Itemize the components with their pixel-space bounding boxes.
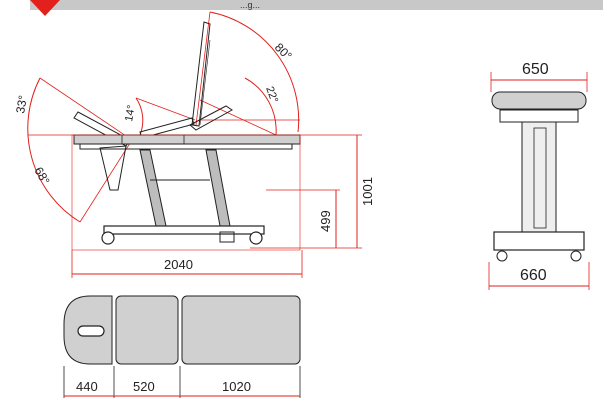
leg-ref-line [199,99,277,136]
section-head-label: 440 [76,379,98,394]
middle-section [115,295,179,365]
base-frame [103,225,265,235]
leg-angle-label: 22° [263,85,280,105]
pedal [219,231,235,243]
seat-ref-line [135,97,196,121]
frame-rail [79,143,293,150]
front-wheel-left [496,250,508,262]
max-height-label: 1001 [360,177,375,206]
section-middle-label: 520 [133,379,155,394]
backrest-ext-line [195,11,211,126]
headrest-ref-line-2 [39,77,133,141]
face-hole [77,325,105,337]
backrest-angle-label: 80° [272,40,295,63]
seat-angle-arc [135,97,144,136]
wheel-left [101,231,115,245]
leg-strut-left [139,149,167,227]
wheel-right [249,231,263,245]
headrest-angle-arc [27,77,81,223]
base-width-label: 660 [520,267,547,284]
top-width-label: 650 [522,61,549,78]
headrest-ref-line-3 [79,139,133,223]
front-wheel-right [570,250,582,262]
top-view: 440 520 1020 [63,295,301,398]
backrest-detail [199,39,211,126]
leg-strut-right [205,149,231,227]
side-view: 80° 33° 68° 14° 22° 1001 [13,11,375,278]
front-top-cushion [491,91,587,110]
overall-envelope [71,134,301,251]
header-marker [30,0,60,16]
section-foot-label: 1020 [222,379,251,394]
front-view: 650 660 [488,61,590,290]
foot-section [181,295,301,365]
leg-section-raised [189,105,233,131]
header-text: ...g... [240,0,260,10]
backrest-raised [191,21,211,127]
min-height-label: 499 [318,210,333,232]
headrest-lowered [99,145,127,191]
leg-angle-arc [244,77,277,136]
front-frame [499,109,579,123]
header: ...g... [30,0,603,16]
headrest-top-angle-label: 33° [13,94,30,114]
backrest-angle-arc [209,11,300,133]
length-label: 2040 [164,257,193,272]
seat-angle-label: 14° [123,104,138,122]
front-base [493,231,585,251]
table-top [73,134,301,145]
front-column-inner [533,127,547,229]
header-bar [30,0,603,10]
front-column [521,121,557,233]
